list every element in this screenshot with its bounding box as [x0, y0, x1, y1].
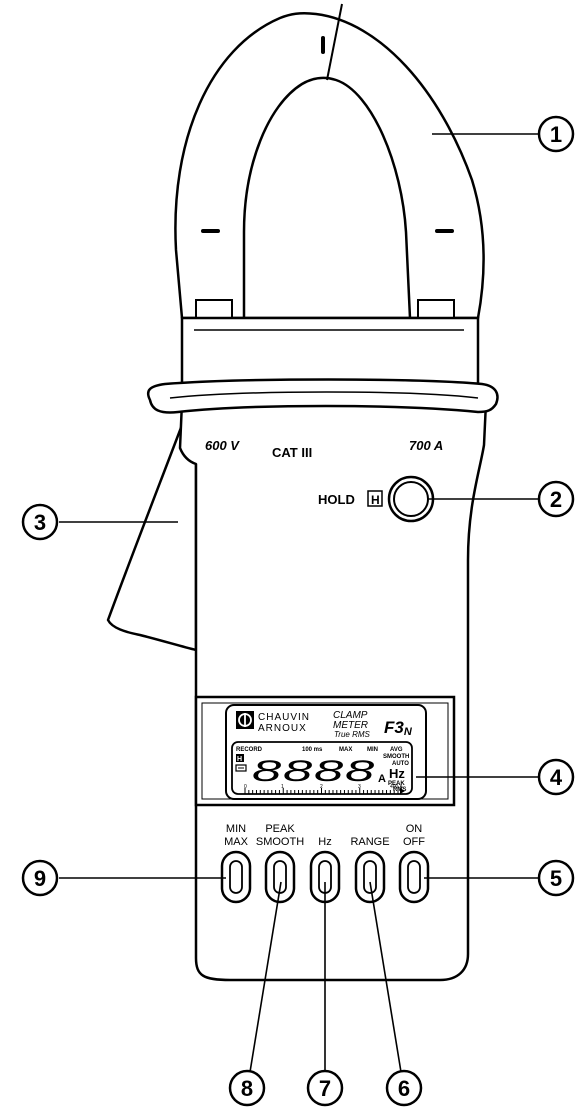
scale-1: 1 [281, 784, 284, 790]
hand-guard [146, 378, 499, 414]
scale-400a: 400 A [390, 784, 403, 790]
scale-0: 0 [244, 784, 247, 790]
hinge-right [417, 299, 455, 319]
leader-8 [249, 881, 282, 1073]
model-name: F3N [384, 718, 413, 738]
leader-6 [369, 881, 402, 1073]
btn-onoff-label1: ON [406, 823, 423, 835]
callouts: 1 2 3 4 5 6 7 8 [21, 115, 575, 1107]
brand-line1: CHAUVIN [258, 712, 310, 723]
lcd-peak: PEAK [388, 781, 405, 787]
lcd-auto: AUTO [392, 761, 409, 767]
jaw-trigger[interactable] [106, 423, 198, 652]
callout-8: 8 [228, 1069, 266, 1107]
lcd-hold-icon: H [237, 756, 242, 763]
label-hold: HOLD [318, 492, 355, 507]
callout-1: 1 [537, 115, 575, 153]
callout-9: 9 [21, 859, 59, 897]
bargraph-arrow [400, 788, 405, 794]
product-line2: METER [333, 720, 368, 731]
btn-minmax-label2: MAX [224, 836, 249, 848]
callout-6: 6 [385, 1069, 423, 1107]
svg-text:5: 5 [550, 866, 562, 891]
scale-ticks [244, 788, 399, 795]
buttons [220, 850, 430, 904]
product-line1: CLAMP [333, 710, 368, 721]
lcd-digits: 8888 [252, 755, 376, 788]
svg-text:9: 9 [34, 866, 46, 891]
svg-text:3: 3 [34, 510, 46, 535]
label-600v: 600 V [205, 438, 240, 453]
lcd-avg: AVG [390, 747, 403, 753]
callout-leaders [59, 133, 540, 1073]
label-cat-iii: CAT III [272, 445, 312, 460]
lcd-hold-icon-box [236, 754, 244, 762]
lcd-battery-icon [235, 764, 247, 772]
scale-2: 2 [320, 784, 323, 790]
brand-line2: ARNOUX [258, 723, 307, 734]
lcd-hz: Hz [389, 766, 405, 781]
jaw-hinges [195, 299, 455, 319]
lcd-unit: A [378, 773, 386, 785]
btn-hz-label: Hz [318, 836, 331, 848]
svg-text:1: 1 [550, 122, 562, 147]
callout-7: 7 [306, 1069, 344, 1107]
jaw-inner-opening [242, 76, 412, 320]
lcd-record: RECORD [236, 747, 263, 753]
label-700a: 700 A [409, 438, 443, 453]
model-sub: N [404, 726, 413, 738]
clamp-jaws [174, 11, 485, 320]
scale-3: 3 [358, 784, 361, 790]
lcd-max: MAX [339, 747, 352, 753]
btn-range-label: RANGE [350, 836, 389, 848]
jaw-split-line [326, 3, 343, 81]
hand-guard-inner [169, 391, 479, 399]
hinge-left [195, 299, 233, 319]
lcd-bargraph: 0 1 2 3 400 A [244, 784, 405, 795]
button-labels: MIN MAX PEAK SMOOTH Hz RANGE ON OFF [224, 823, 425, 848]
callout-3: 3 [21, 503, 59, 541]
btn-peaksmooth-label2: SMOOTH [256, 836, 304, 848]
lcd-rms: RMS [393, 787, 406, 793]
product-line3: True RMS [334, 730, 371, 739]
lcd-smooth: SMOOTH [383, 754, 409, 760]
btn-minmax-label1: MIN [226, 823, 246, 835]
btn-peaksmooth-label1: PEAK [265, 823, 295, 835]
hold-icon: H [371, 493, 380, 507]
callout-4: 4 [537, 758, 575, 796]
lcd-100ms: 100 ms [302, 747, 323, 753]
btn-onoff-label2: OFF [403, 836, 425, 848]
svg-text:6: 6 [398, 1076, 410, 1101]
hold-icon-box [367, 490, 383, 507]
callout-2: 2 [537, 480, 575, 518]
svg-text:8: 8 [241, 1076, 253, 1101]
hold-button[interactable] [393, 481, 429, 517]
callout-5: 5 [537, 859, 575, 897]
lcd-min: MIN [367, 747, 378, 753]
svg-text:4: 4 [550, 765, 563, 790]
svg-text:2: 2 [550, 487, 562, 512]
meter-body [178, 400, 488, 982]
svg-text:7: 7 [319, 1076, 331, 1101]
